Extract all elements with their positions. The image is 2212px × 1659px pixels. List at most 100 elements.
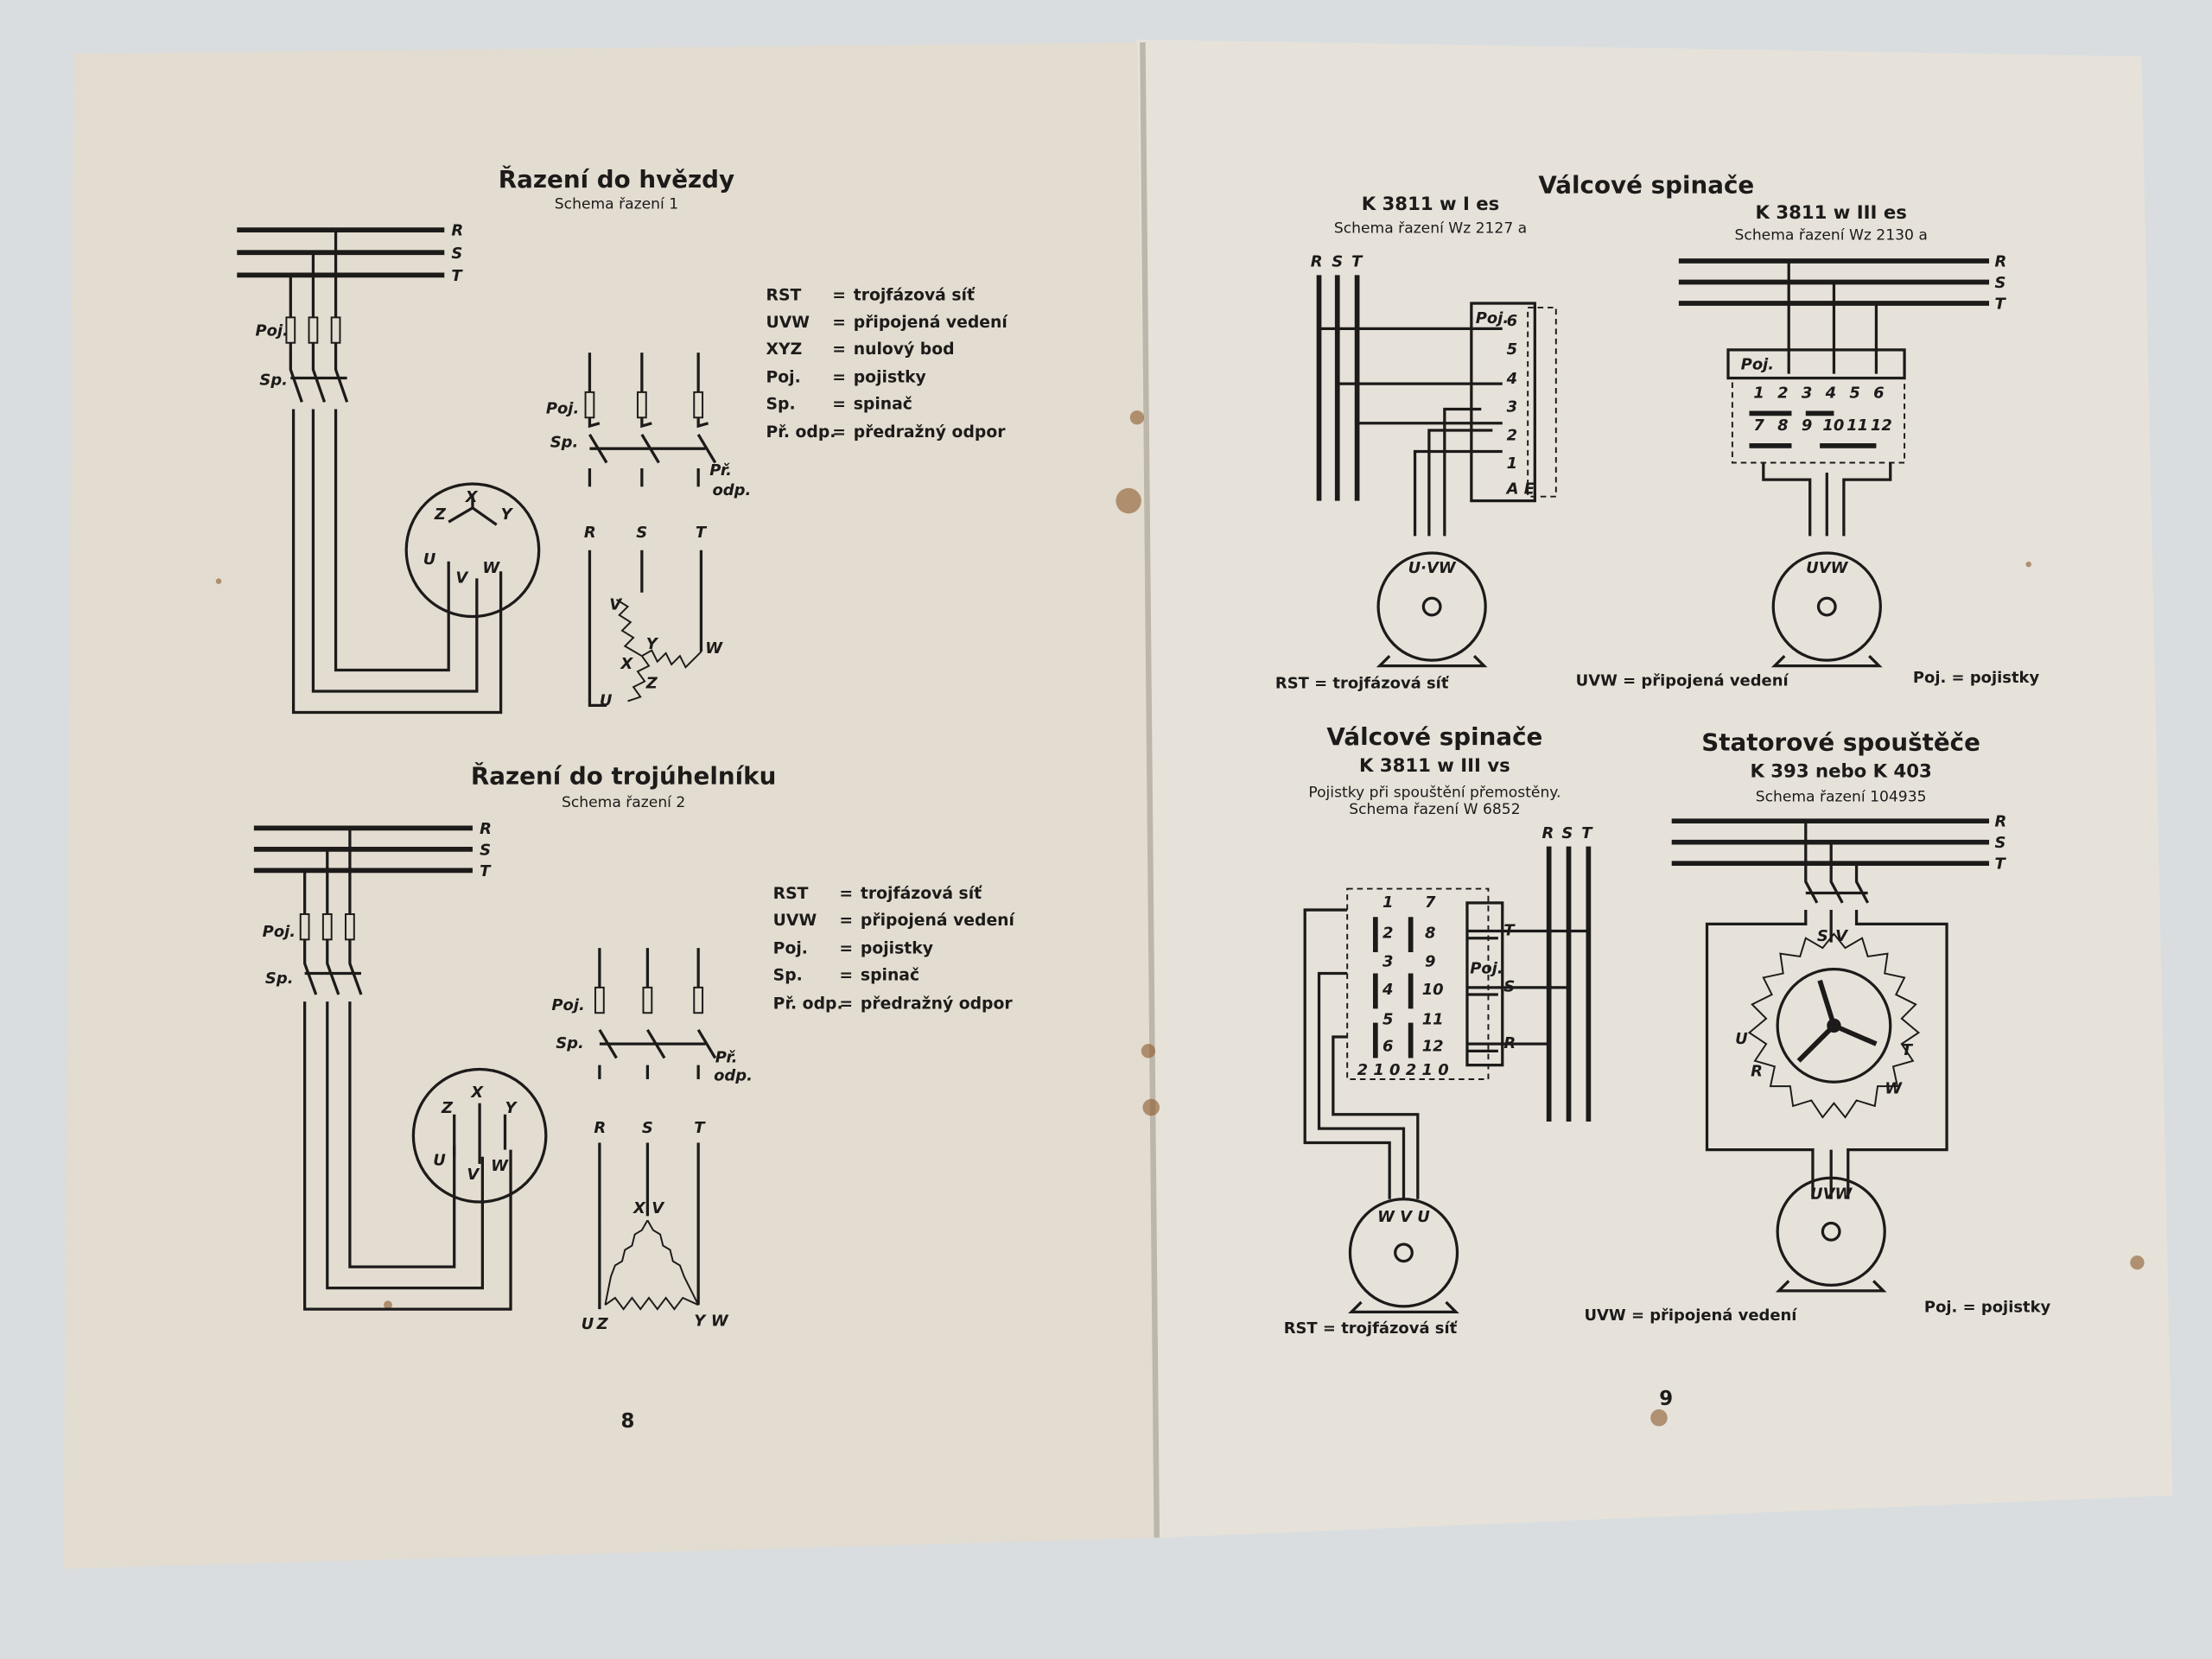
svg-text:T: T <box>1902 1041 1914 1059</box>
svg-text:2: 2 <box>1382 925 1393 943</box>
svg-text:U·VW: U·VW <box>1408 559 1457 577</box>
wz2127-diagram: R S T Poj. 6 5 4 3 2 1 A E U·VW <box>1311 253 1557 668</box>
svg-text:5: 5 <box>1849 384 1859 402</box>
svg-text:V: V <box>609 595 623 613</box>
stains <box>215 410 2145 1427</box>
page-number-right: 9 <box>1659 1388 1673 1410</box>
svg-text:4: 4 <box>1825 384 1836 402</box>
stator-title: Statorové spouštěče <box>1701 728 1980 757</box>
svg-text:S: S <box>642 1119 653 1137</box>
svg-text:5: 5 <box>1382 1010 1393 1028</box>
svg-text:=: = <box>839 995 853 1013</box>
svg-text:U: U <box>433 1152 446 1170</box>
svg-text:S: S <box>1332 253 1343 271</box>
w6852-diagram: R S T T S R Poj. 1 2 3 4 5 6 7 8 9 10 11… <box>1303 824 1593 1313</box>
svg-text:R: R <box>451 222 463 240</box>
svg-text:5: 5 <box>1507 340 1517 359</box>
page-number-left: 8 <box>621 1410 635 1433</box>
svg-text:W: W <box>1885 1079 1903 1097</box>
svg-text:S: S <box>1995 274 2006 292</box>
svg-text:Př.: Př. <box>715 1048 738 1066</box>
svg-text:2: 2 <box>1507 426 1517 444</box>
svg-text:8: 8 <box>1425 925 1435 943</box>
svg-text:T: T <box>1503 921 1516 939</box>
svg-text:T: T <box>480 862 492 880</box>
svg-text:7: 7 <box>1425 893 1436 912</box>
svg-text:Poj.: Poj. <box>256 322 289 340</box>
svg-text:Poj.: Poj. <box>551 996 584 1014</box>
svg-text:1: 1 <box>1753 384 1764 402</box>
svg-text:Poj.: Poj. <box>546 399 579 417</box>
delta-subtitle: Schema řazení 2 <box>562 794 685 811</box>
svg-text:X: X <box>470 1084 484 1102</box>
svg-text:10: 10 <box>1422 981 1444 999</box>
svg-text:Poj.: Poj. <box>1741 356 1774 374</box>
svg-text:S: S <box>451 245 462 263</box>
svg-text:8: 8 <box>1777 416 1788 435</box>
svg-text:X: X <box>620 655 633 673</box>
wz2130-subtitle: Schema řazení Wz 2130 a <box>1735 227 1928 245</box>
svg-text:T: T <box>1351 253 1363 271</box>
svg-text:T: T <box>451 267 463 285</box>
svg-text:odp.: odp. <box>714 1067 753 1085</box>
svg-text:=: = <box>832 314 846 332</box>
svg-text:Poj.: Poj. <box>773 940 808 958</box>
footer-top-uvw: UVW = připojená vedení <box>1576 671 1789 690</box>
svg-text:R: R <box>594 1119 606 1137</box>
svg-text:připojená vedení: připojená vedení <box>854 314 1009 332</box>
svg-text:Př.: Př. <box>709 461 732 480</box>
delta-title: Řazení do trojúhelníku <box>471 761 776 791</box>
svg-text:Sp.: Sp. <box>556 1034 584 1052</box>
svg-text:6: 6 <box>1382 1037 1393 1055</box>
svg-text:U: U <box>582 1315 594 1333</box>
svg-text:9: 9 <box>1802 416 1812 435</box>
svg-text:R: R <box>1995 253 2007 271</box>
svg-text:XYZ: XYZ <box>766 340 803 359</box>
stator-subtitle: Schema řazení 104935 <box>1756 788 1927 805</box>
svg-text:W: W <box>705 639 723 658</box>
page-fold <box>1140 41 1160 1538</box>
svg-text:UVW: UVW <box>1810 1185 1853 1204</box>
svg-text:W: W <box>482 559 500 577</box>
svg-text:S: S <box>1561 824 1573 842</box>
svg-text:Z: Z <box>596 1315 609 1333</box>
delta-legend: RST=trojfázová síť UVW=připojená vedení … <box>773 885 1016 1013</box>
svg-text:Z: Z <box>434 505 447 524</box>
svg-text:V: V <box>652 1199 665 1217</box>
wz2127-model: K 3811 w I es <box>1362 194 1500 215</box>
star-subtitle: Schema řazení 1 <box>555 196 678 213</box>
svg-text:Y: Y <box>694 1313 707 1331</box>
svg-text:2 1 0 2 1 0: 2 1 0 2 1 0 <box>1357 1061 1449 1079</box>
svg-text:V: V <box>455 569 469 587</box>
svg-text:W V U: W V U <box>1377 1208 1430 1226</box>
wz2127-subtitle: Schema řazení Wz 2127 a <box>1334 219 1527 237</box>
footer-bottom-poj: Poj. = pojistky <box>1924 1298 2051 1316</box>
svg-text:W: W <box>491 1157 509 1175</box>
svg-text:Př. odp.: Př. odp. <box>773 995 843 1013</box>
w6852-note: Pojistky při spouštění přemostěny. <box>1308 784 1560 801</box>
svg-text:3: 3 <box>1382 952 1393 970</box>
wz2130-model: K 3811 w III es <box>1756 202 1907 224</box>
svg-text:S: S <box>480 841 491 859</box>
svg-text:1: 1 <box>1507 454 1517 473</box>
svg-text:RST: RST <box>773 885 809 903</box>
footer-bottom-uvw: UVW = připojená vedení <box>1584 1306 1797 1325</box>
svg-text:trojfázová síť: trojfázová síť <box>861 885 982 903</box>
svg-text:10: 10 <box>1822 416 1844 435</box>
svg-text:Sp.: Sp. <box>766 395 796 413</box>
svg-text:Poj.: Poj. <box>263 923 296 941</box>
svg-text:Poj.: Poj. <box>766 368 801 386</box>
w6852-subtitle: Schema řazení W 6852 <box>1349 801 1520 818</box>
svg-text:Poj.: Poj. <box>1476 309 1509 327</box>
star-diagram: R S T Poj. Sp. Z X Y U V W Poj. Sp. Př. … <box>237 222 751 715</box>
svg-text:=: = <box>832 340 846 359</box>
svg-text:T: T <box>1995 855 2007 874</box>
svg-text:předražný odpor: předražný odpor <box>854 423 1006 442</box>
svg-text:12: 12 <box>1422 1037 1444 1055</box>
svg-text:UVW: UVW <box>766 314 810 332</box>
svg-text:U: U <box>600 691 613 709</box>
delta-diagram: R S T Poj. Sp. Z X Y U V W Poj. Sp. Př. … <box>253 820 753 1333</box>
svg-text:X: X <box>465 488 479 506</box>
svg-text:=: = <box>839 940 853 958</box>
